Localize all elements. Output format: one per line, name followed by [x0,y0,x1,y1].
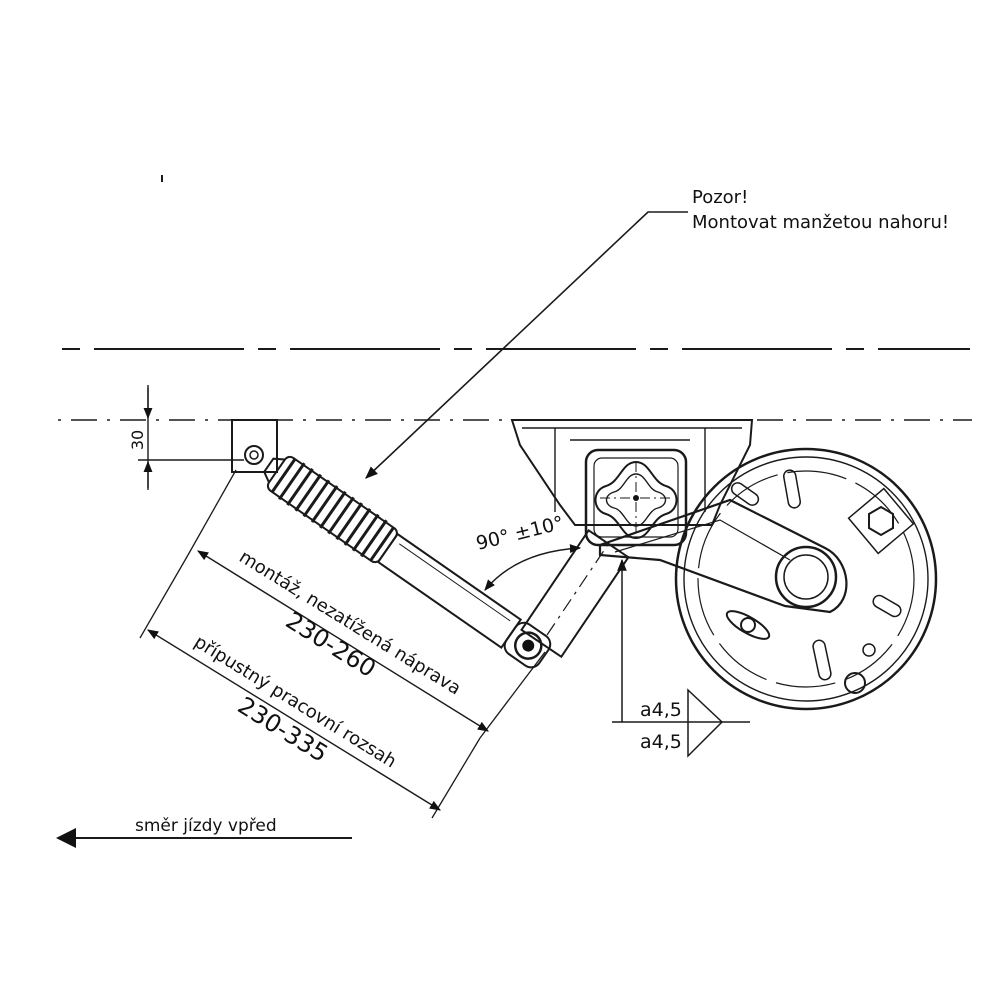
height-dimension: 30 [128,385,244,490]
grease-nipple-icon [844,672,866,694]
hex-bolt-icon [847,487,915,555]
swing-arm [598,498,848,614]
weld-top-value: a4,5 [640,699,682,721]
shock-cylinder [376,532,523,649]
angle-value: 90° ±10° [474,512,566,555]
height-value: 30 [128,430,147,450]
weld-symbol: a4,5 a4,5 [612,558,750,758]
weld-bottom-value: a4,5 [640,731,682,753]
angle-dimension: 90° ±10° [474,512,582,591]
driving-direction-arrow: směr jízdy vpřed [56,816,352,848]
direction-label: směr jízdy vpřed [135,816,277,836]
note-line-1: Pozor! [692,187,748,208]
brake-drum [674,447,938,711]
hub-bore [774,545,838,609]
brake-adjuster-icon [725,610,771,640]
note-leader: Pozor! Montovat manžetou nahoru! [365,187,949,479]
lower-eye [514,631,543,660]
note-line-2: Montovat manžetou nahoru! [692,212,949,233]
mount-length-dimension: montáž, nezatížená náprava 230-260 [187,469,546,739]
rubber-cord-icon [594,460,678,540]
upper-mount-bracket [231,419,278,473]
